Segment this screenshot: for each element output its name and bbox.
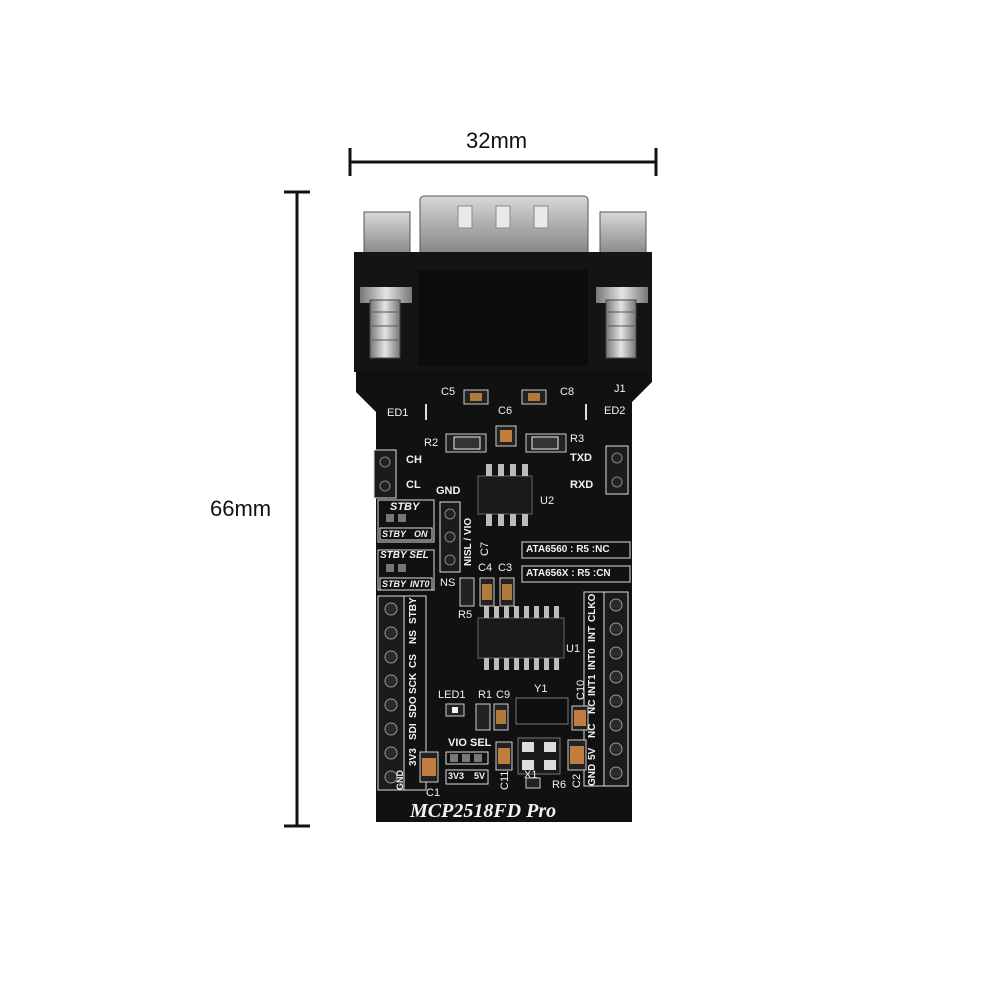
label-rxd: RXD (570, 479, 594, 491)
label-j1: J1 (614, 383, 626, 395)
chip-u2 (477, 464, 533, 526)
label-u1: U1 (566, 643, 581, 655)
label-3v3-sel: 3V3 (448, 771, 465, 781)
label-stby-3: STBY (382, 579, 407, 589)
label-r1: R1 (478, 689, 493, 701)
label-vio-sel: VIO SEL (448, 737, 492, 749)
label-c10: C10 (575, 679, 587, 700)
label-c6: C6 (498, 405, 513, 417)
label-gnd-top: GND (436, 485, 461, 497)
header-txd-rxd (605, 445, 629, 495)
left-pin-label-stby: STBY (408, 597, 419, 624)
right-pin-label-nc-1: NC (587, 699, 598, 714)
right-pin-label-gnd: GND (587, 763, 598, 786)
label-nisl-vio: NISL / VIO (463, 517, 474, 566)
label-int0: INT0 (410, 579, 430, 589)
label-stby: STBY (390, 501, 420, 513)
label-ns: NS (440, 577, 456, 589)
label-r3: R3 (570, 433, 585, 445)
mounting-screw-right (596, 287, 648, 359)
smd-components-top (425, 389, 587, 453)
label-ata6560: ATA6560 : R5 :NC (526, 544, 610, 555)
label-txd: TXD (570, 452, 592, 464)
label-led1: LED1 (438, 689, 466, 701)
label-r6: R6 (552, 779, 567, 791)
label-y1: Y1 (534, 683, 548, 695)
label-c9: C9 (496, 689, 511, 701)
label-c2: C2 (571, 773, 583, 788)
label-c7: C7 (479, 541, 491, 556)
label-ed2: ED2 (604, 405, 626, 417)
label-r2: R2 (424, 437, 439, 449)
label-cl: CL (406, 479, 421, 491)
left-pin-label-gnd: GND (395, 770, 405, 790)
left-pin-label-sdi: SDI (408, 723, 419, 740)
left-pin-label-3v3: 3V3 (408, 748, 419, 766)
label-on: ON (414, 529, 428, 539)
right-pin-label-int1: INT1 (587, 674, 598, 696)
label-ch: CH (406, 454, 422, 466)
left-pin-label-cs: CS (408, 654, 419, 668)
mounting-screw-left (360, 287, 412, 359)
label-stby-2: STBY (382, 529, 407, 539)
left-pin-header (377, 595, 427, 791)
label-x1: X1 (524, 769, 538, 781)
right-pin-label-nc-2: NC (587, 723, 598, 738)
label-c5: C5 (441, 386, 456, 398)
header-nisl-vio (439, 501, 461, 573)
right-pin-header (583, 591, 629, 787)
label-5v-sel: 5V (474, 771, 486, 781)
right-pin-label-int0: INT0 (587, 648, 598, 670)
width-dimension-label: 32mm (466, 128, 528, 153)
header-ch-cl (373, 449, 397, 499)
label-c11: C11 (499, 770, 511, 790)
label-ata656x: ATA656X : R5 :CN (526, 568, 611, 579)
left-pin-label-ns: NS (408, 630, 419, 644)
label-c3: C3 (498, 562, 513, 574)
label-c1: C1 (426, 787, 441, 799)
right-pin-label-5v: 5V (587, 747, 598, 760)
label-c4: C4 (478, 562, 493, 574)
label-r5: R5 (458, 609, 473, 621)
board-title: MCP2518FD Pro (410, 800, 557, 822)
left-pin-label-sck: SCK (408, 672, 419, 694)
label-u2: U2 (540, 495, 555, 507)
right-pin-label-int: INT (587, 625, 598, 642)
label-stby-sel: STBY SEL (380, 550, 429, 561)
right-pin-label-clko: CLKO (587, 593, 598, 622)
label-ed1: ED1 (387, 407, 409, 419)
label-c8: C8 (560, 386, 575, 398)
smd-components-bottom (419, 697, 589, 789)
chip-u1 (477, 606, 565, 670)
height-dimension-label: 66mm (210, 496, 272, 521)
left-pin-label-sdo: SDO (408, 696, 419, 718)
